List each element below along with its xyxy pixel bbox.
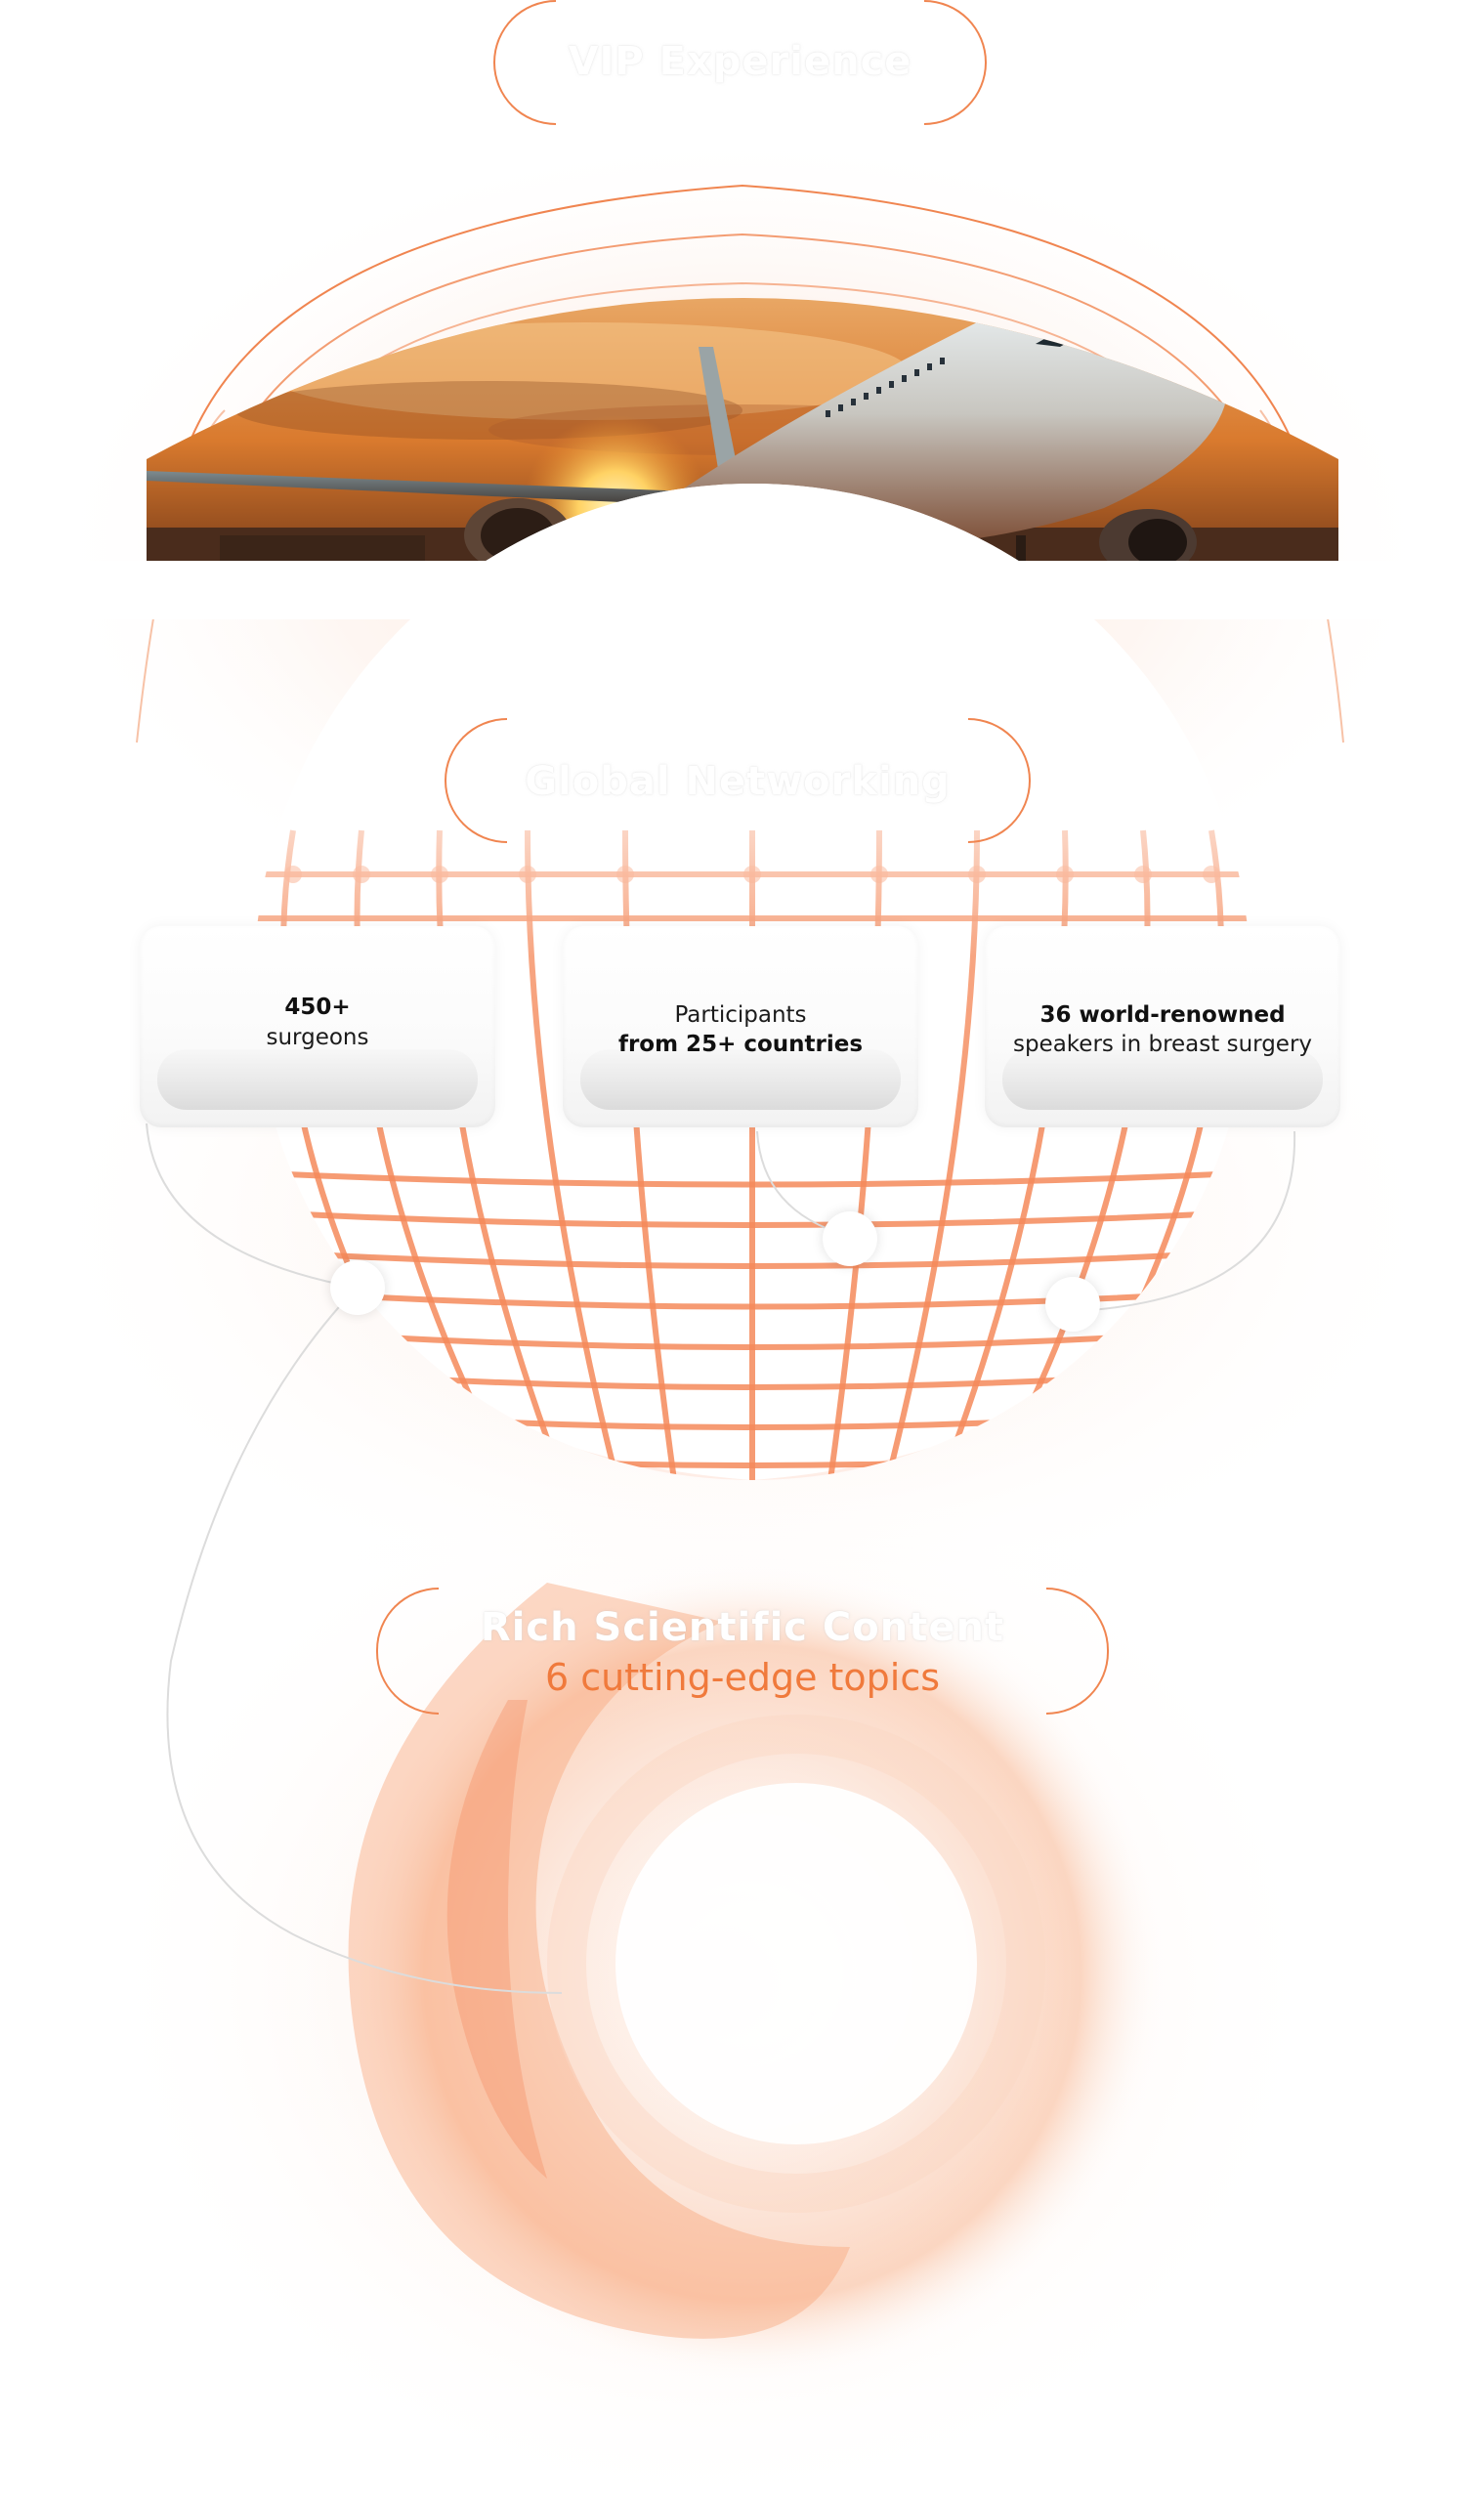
scientific-content-pill: Rich Scientific Content 6 cutting-edge t… bbox=[376, 1588, 1109, 1715]
stat-surgeons-label: surgeons bbox=[266, 1025, 369, 1050]
global-networking-pill: Global Networking bbox=[445, 718, 1031, 843]
card-shine bbox=[580, 1049, 901, 1110]
swirl-graphic bbox=[342, 1563, 1163, 2384]
connector-dot bbox=[330, 1260, 385, 1315]
stat-speakers-label: speakers in breast surgery bbox=[1012, 1032, 1313, 1057]
stat-card-surgeons: 450+ surgeons bbox=[140, 926, 495, 1127]
stat-speakers-value: 36 world-renowned bbox=[1039, 1002, 1286, 1028]
science-heading: Rich Scientific Content bbox=[480, 1605, 1005, 1650]
connector-dot bbox=[1045, 1277, 1100, 1332]
networking-heading: Global Networking bbox=[525, 759, 951, 804]
stat-card-countries: Participants from 25+ countries bbox=[563, 926, 918, 1127]
stat-card-speakers: 36 world-renowned speakers in breast sur… bbox=[985, 926, 1340, 1127]
stat-surgeons-value: 450+ bbox=[284, 995, 351, 1020]
card-shine bbox=[157, 1049, 478, 1110]
science-subheading: 6 cutting-edge topics bbox=[544, 1656, 941, 1699]
connector-dot bbox=[823, 1211, 877, 1266]
vip-experience-pill: VIP Experience bbox=[493, 0, 987, 125]
vip-heading: VIP Experience bbox=[568, 39, 912, 84]
stat-countries-value: from 25+ countries bbox=[617, 1032, 864, 1057]
card-shine bbox=[1002, 1049, 1323, 1110]
stat-countries-label: Participants bbox=[674, 1002, 807, 1028]
